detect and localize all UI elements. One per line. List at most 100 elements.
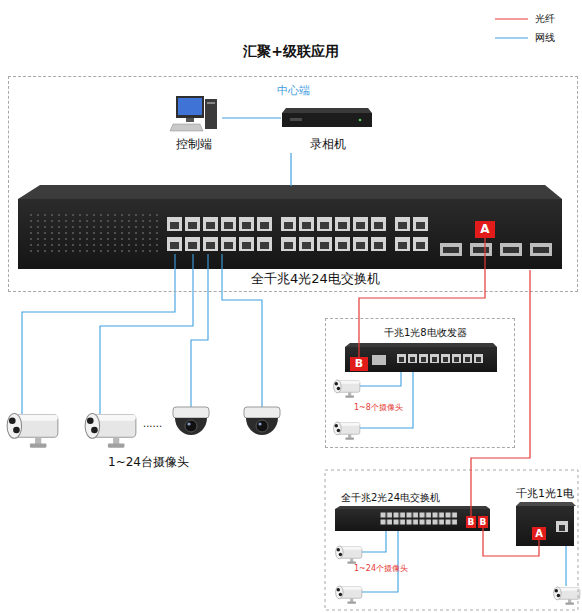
transceiver-body-part bbox=[345, 343, 497, 347]
port-badge: A bbox=[475, 221, 495, 238]
badge-letter: A bbox=[532, 527, 546, 540]
transceiver-group: 千兆1光8电收发器 B bbox=[325, 318, 515, 448]
core-switch-body-part-part bbox=[28, 212, 158, 256]
pc-icon-part bbox=[205, 99, 217, 129]
pc-icon-part bbox=[176, 96, 204, 118]
badge-letter: B bbox=[350, 357, 368, 371]
node-label: 中心端 bbox=[9, 83, 577, 98]
port-badge: A bbox=[532, 527, 546, 540]
diagram-title: 汇聚+级联应用 bbox=[0, 43, 582, 61]
network-cable-part bbox=[22, 254, 175, 414]
access-switch-body-part bbox=[380, 512, 458, 526]
camera-icons-part bbox=[7, 413, 58, 447]
media-converter-body-part bbox=[559, 525, 565, 531]
network-connector bbox=[290, 153, 291, 186]
core-switch-body-part bbox=[166, 216, 274, 256]
camera-icons-part bbox=[336, 586, 362, 604]
transceiver-body-part bbox=[372, 355, 386, 365]
remote-group-frame bbox=[325, 470, 578, 610]
media-converter-body-part bbox=[516, 502, 576, 506]
nvr-icon-part bbox=[359, 119, 362, 122]
core-switch-body-part bbox=[533, 247, 549, 253]
camera-icons bbox=[7, 380, 580, 605]
node-label: 录相机 bbox=[281, 136, 375, 153]
media-converter-body-part bbox=[556, 521, 568, 532]
core-switch-body-part bbox=[473, 247, 489, 253]
camera-icons-part bbox=[173, 407, 209, 435]
core-switch-body-part-part bbox=[280, 216, 388, 256]
transceiver-body-part-part bbox=[396, 353, 484, 365]
network-cable-part bbox=[362, 531, 398, 592]
annotation-label: 1~8个摄像头 bbox=[354, 402, 403, 413]
port-badge: B bbox=[478, 516, 488, 528]
core-switch-body-part-part bbox=[166, 216, 274, 256]
legend-samples-part bbox=[495, 18, 528, 19]
network-cable-part bbox=[360, 372, 413, 428]
network-cable-part bbox=[362, 531, 386, 552]
badge-letter: B bbox=[478, 516, 488, 528]
pc-icon-part bbox=[170, 124, 203, 131]
pc-icon bbox=[170, 96, 217, 131]
network-cable-part bbox=[191, 254, 208, 408]
transceiver-body-part bbox=[396, 353, 484, 365]
media-converter-body bbox=[516, 502, 576, 546]
core-switch-body-part bbox=[18, 185, 562, 199]
port-badge: B bbox=[466, 516, 476, 528]
transceiver-body-part bbox=[345, 347, 497, 372]
node-label: 全千兆4光24电交换机 bbox=[251, 270, 380, 288]
network-cable bbox=[22, 254, 566, 592]
pc-icon-part bbox=[186, 118, 194, 122]
core-switch-body-part-part bbox=[394, 216, 430, 256]
fiber-connector bbox=[483, 528, 539, 556]
core-switch-body-part bbox=[503, 247, 519, 253]
nvr-icon-part bbox=[290, 118, 302, 121]
access-switch-body-part bbox=[335, 506, 490, 509]
nvr-icon-part bbox=[282, 113, 372, 127]
nvr-icon-part bbox=[282, 108, 372, 113]
legend-text: 光纤 bbox=[535, 12, 555, 26]
annotation-label: 1~24个摄像头 bbox=[354, 563, 408, 574]
video-recorder: 录相机 bbox=[281, 105, 375, 153]
core-switch-body-part bbox=[28, 212, 158, 256]
camera-icons-part bbox=[244, 407, 280, 435]
camera-icons-part bbox=[554, 587, 580, 605]
core-switch-body-part bbox=[500, 243, 522, 256]
badge-letter: B bbox=[466, 516, 476, 528]
media-converter-body-part bbox=[516, 506, 574, 546]
badge-letter: A bbox=[475, 221, 495, 238]
legend-samples bbox=[495, 19, 528, 38]
pc-icon-part bbox=[178, 98, 202, 115]
access-switch-body bbox=[335, 506, 490, 531]
network-connector bbox=[222, 117, 281, 118]
network-cable-part bbox=[360, 372, 401, 386]
access-switch: 全千兆2光24电交换机BB bbox=[335, 509, 490, 531]
network-cable-part bbox=[100, 254, 193, 414]
legend-text: 网线 bbox=[535, 31, 555, 45]
control-terminal: 控制端 bbox=[166, 95, 222, 153]
camera-icons-part bbox=[336, 546, 362, 564]
core-switch-body-part bbox=[280, 216, 388, 256]
core-switch-body bbox=[18, 185, 562, 269]
core-switch-body-part bbox=[470, 243, 492, 256]
fiber-connector bbox=[471, 270, 530, 516]
annotation-label: ...... bbox=[143, 418, 162, 429]
access-switch-body-part-part bbox=[380, 512, 458, 526]
port-badge: B bbox=[350, 357, 368, 371]
node-label: 千兆1光8电收发器 bbox=[384, 326, 467, 340]
core-switch-body-part bbox=[440, 243, 462, 256]
site-group: 中心端控制端录相机全千兆4光24电交换机A bbox=[8, 76, 578, 292]
core-switch-body-part bbox=[443, 247, 459, 253]
core-switch-body-part bbox=[394, 216, 430, 256]
nvr-icon bbox=[282, 108, 372, 127]
pc-icon-part bbox=[207, 102, 215, 104]
node-label: 千兆1光1电 bbox=[516, 486, 574, 501]
media-converter: 千兆1光1电A bbox=[516, 506, 574, 546]
camera-icons-part bbox=[85, 413, 136, 447]
legend-samples-part bbox=[495, 37, 528, 38]
camera-icons-part bbox=[334, 380, 360, 398]
core-switch: 全千兆4光24电交换机A bbox=[19, 186, 563, 270]
fiber-connector bbox=[359, 238, 485, 357]
node-label: 全千兆2光24电交换机 bbox=[341, 491, 440, 505]
access-switch-body-part bbox=[335, 509, 490, 531]
